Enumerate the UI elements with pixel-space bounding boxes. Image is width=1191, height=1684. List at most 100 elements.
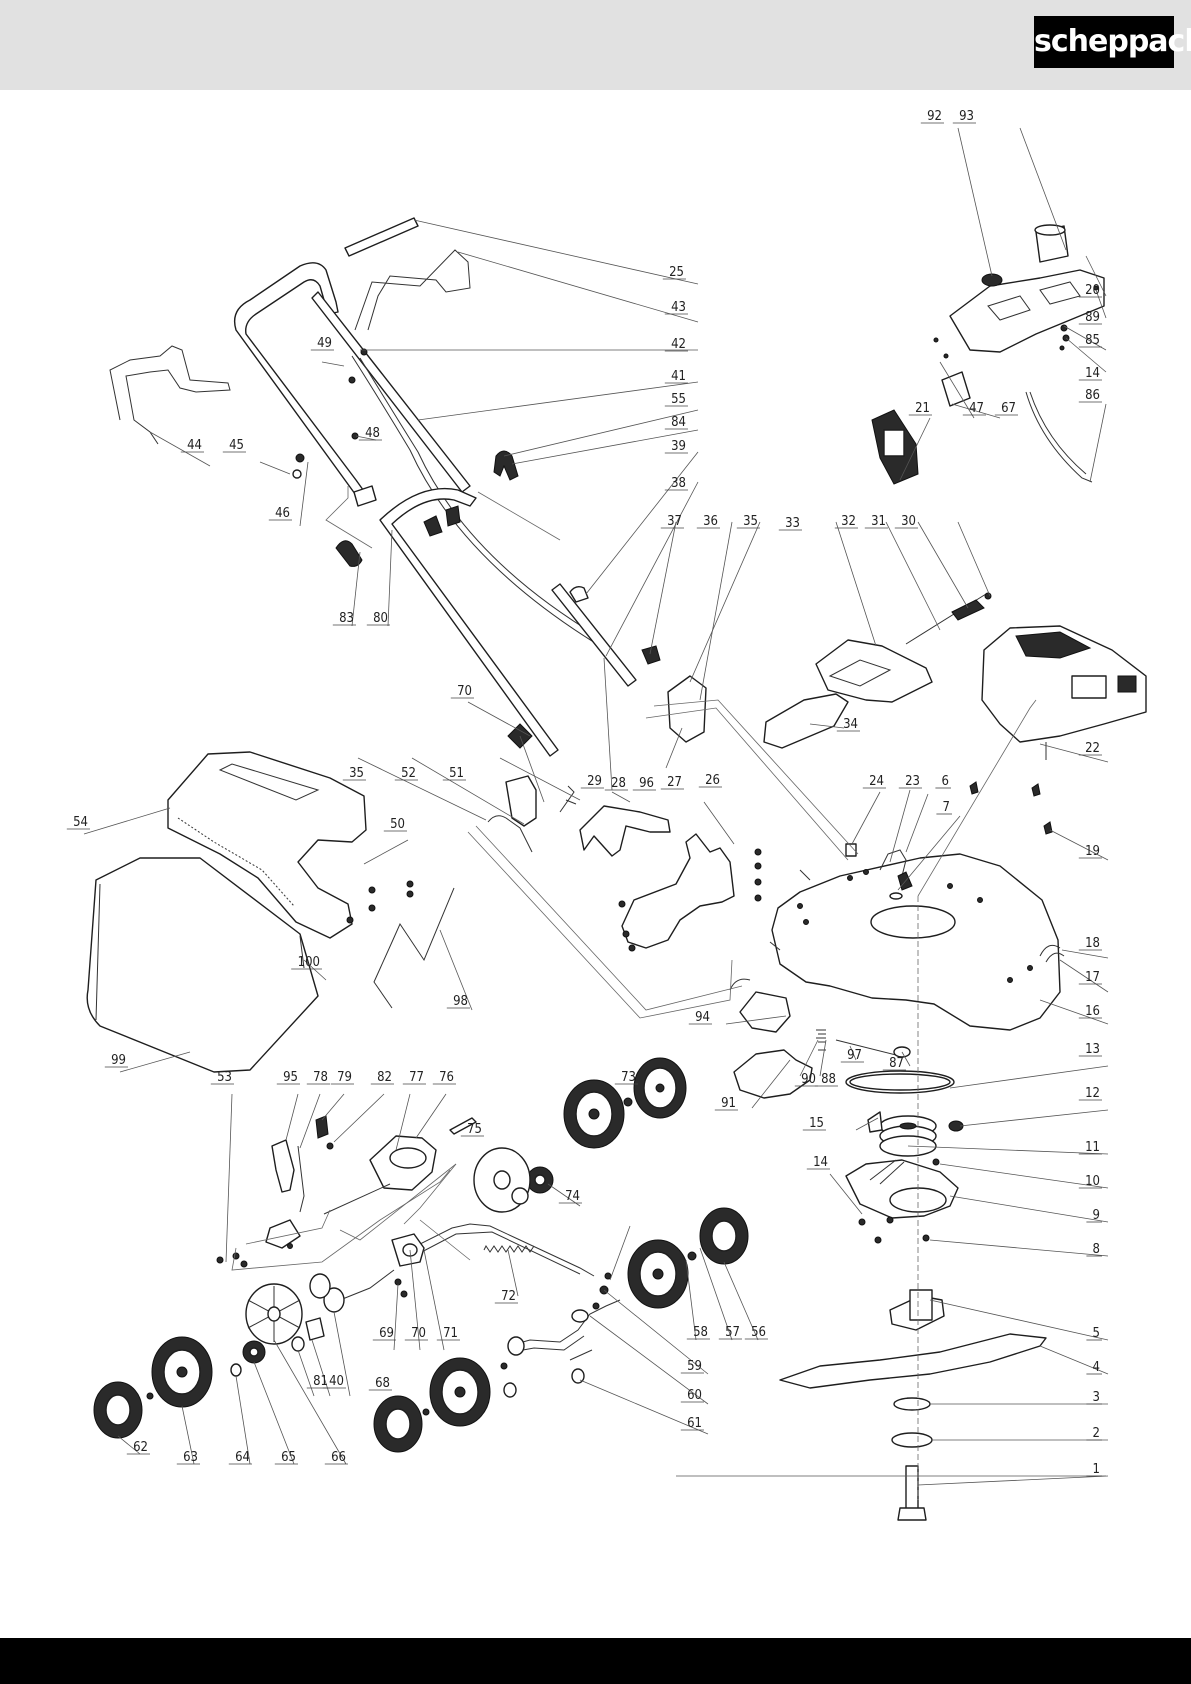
callout-label-66: 66 — [331, 1450, 346, 1465]
part-54-catcher-frame — [167, 751, 367, 939]
callout-label-57: 57 — [725, 1325, 740, 1340]
callout-label-18: 18 — [1085, 936, 1100, 951]
callout-label-1: 1 — [1093, 1462, 1100, 1477]
callout-label-25: 25 — [669, 265, 684, 280]
part-75-pin — [449, 1117, 477, 1135]
part-knob-right — [445, 505, 461, 527]
part-86-cable — [1025, 391, 1093, 483]
part-79-clip — [315, 1115, 329, 1139]
part-31-lever — [951, 599, 985, 621]
callout-label-80: 80 — [373, 611, 388, 626]
part-5-blade-holder — [889, 1289, 945, 1331]
part-4-blade — [779, 1333, 1047, 1389]
callout-label-56: 56 — [751, 1325, 766, 1340]
callout-label-85: 85 — [1085, 333, 1100, 348]
callout-label-59: 59 — [687, 1359, 702, 1374]
callout-label-100: 100 — [298, 955, 320, 970]
exploded-parts-diagram: 1234567891011121314141516171819202122232… — [66, 109, 1147, 1521]
part-44-drive-bail — [109, 345, 231, 445]
part-15-key — [867, 1111, 883, 1133]
part-25-handle-grip — [344, 217, 419, 257]
callout-label-21: 21 — [915, 401, 930, 416]
callout-label-81: 81 — [313, 1374, 328, 1389]
callout-label-40: 40 — [329, 1374, 344, 1389]
part-36-bracket — [667, 675, 707, 743]
part-60-front-axle — [507, 1299, 621, 1347]
callout-label-71: 71 — [443, 1326, 458, 1341]
callout-label-75: 75 — [467, 1122, 482, 1137]
callout-label-86: 86 — [1085, 388, 1100, 403]
part-fasteners-26 — [618, 848, 762, 952]
callout-label-55: 55 — [671, 392, 686, 407]
callout-label-19: 19 — [1085, 844, 1100, 859]
callout-label-20: 20 — [1085, 283, 1100, 298]
callout-label-27: 27 — [667, 775, 682, 790]
callout-label-33: 33 — [785, 516, 800, 531]
callout-label-60: 60 — [687, 1388, 702, 1403]
part-1-blade-bolt — [897, 1465, 927, 1521]
callout-label-83: 83 — [339, 611, 354, 626]
part-40-bushing — [305, 1317, 325, 1341]
part-26-rear-guard — [621, 833, 735, 949]
callout-label-12: 12 — [1085, 1086, 1100, 1101]
part-95-grip — [271, 1139, 295, 1193]
callout-label-41: 41 — [671, 369, 686, 384]
callout-label-17: 17 — [1085, 970, 1100, 985]
callout-label-23: 23 — [905, 774, 920, 789]
part-knob-left — [423, 515, 443, 537]
callout-label-47: 47 — [969, 401, 984, 416]
callout-label-69: 69 — [379, 1326, 394, 1341]
part-handle-frame — [233, 262, 471, 507]
part-41-cable — [351, 355, 601, 647]
callout-label-49: 49 — [317, 336, 332, 351]
callout-label-36: 36 — [703, 514, 718, 529]
callout-label-70a: 70 — [457, 684, 472, 699]
part-20-engine-cover — [949, 269, 1105, 353]
part-2-washer — [891, 1432, 933, 1448]
callout-label-82: 82 — [377, 1070, 392, 1085]
part-64-washer — [230, 1363, 242, 1377]
part-43-bail-lever — [354, 249, 471, 331]
part-74-gear — [526, 1166, 554, 1194]
callout-label-15: 15 — [809, 1116, 824, 1131]
callout-label-98: 98 — [453, 994, 468, 1009]
part-76-rod — [323, 1183, 391, 1215]
part-92-cap — [981, 273, 1003, 287]
part-hubcap-front-left — [373, 1395, 423, 1453]
callout-label-89: 89 — [1085, 310, 1100, 325]
callout-label-46: 46 — [275, 506, 290, 521]
part-wheel-upper-a — [563, 1079, 625, 1149]
part-68-axle-bracket — [391, 1233, 425, 1267]
callout-label-31: 31 — [871, 514, 886, 529]
callout-label-4: 4 — [1093, 1360, 1100, 1375]
callout-label-11: 11 — [1085, 1140, 1100, 1155]
part-68-bushing — [309, 1273, 345, 1313]
callout-label-58: 58 — [693, 1325, 708, 1340]
callout-labels: 1234567891011121314141516171819202122232… — [66, 109, 1102, 1477]
page-footer — [0, 1638, 1191, 1684]
callout-label-22: 22 — [1085, 741, 1100, 756]
part-71-axle — [411, 1223, 595, 1277]
part-39-sleeve — [569, 585, 589, 603]
part-19-screw — [1043, 821, 1053, 835]
part-7-washer — [889, 892, 903, 900]
callout-label-99: 99 — [111, 1053, 126, 1068]
callout-label-35a: 35 — [349, 766, 364, 781]
part-78-lever — [297, 1145, 305, 1213]
part-77-gearbox — [369, 1135, 437, 1191]
callout-label-39: 39 — [671, 439, 686, 454]
callout-label-70b: 70 — [411, 1326, 426, 1341]
part-hubcap-disc — [473, 1147, 531, 1213]
callout-label-67: 67 — [1001, 401, 1016, 416]
callout-label-76: 76 — [439, 1070, 454, 1085]
callout-label-97: 97 — [847, 1048, 862, 1063]
part-56-hubcap — [699, 1207, 749, 1265]
callout-label-64: 64 — [235, 1450, 250, 1465]
part-96-rear-flap-bracket — [579, 805, 671, 857]
part-18-clip — [1039, 944, 1061, 957]
callout-label-34: 34 — [843, 717, 858, 732]
callout-label-45: 45 — [229, 438, 244, 453]
part-24-spacer — [845, 843, 857, 857]
callout-label-9: 9 — [1093, 1208, 1100, 1223]
brand-logo: scheppach — [1034, 16, 1191, 68]
